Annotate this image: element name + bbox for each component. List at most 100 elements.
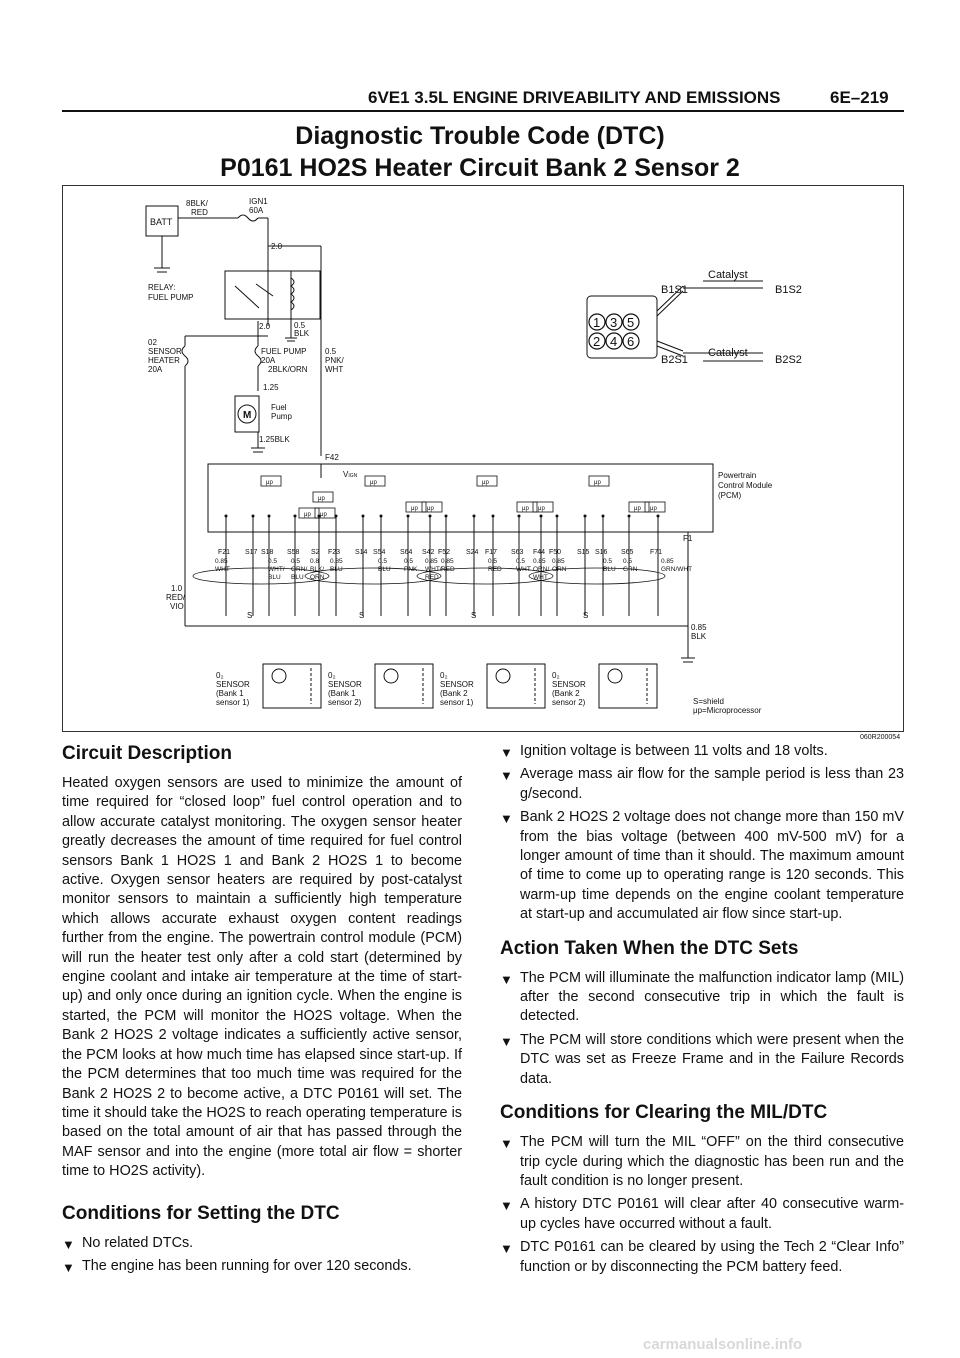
batt-wire-1: 8BLK/ xyxy=(186,199,209,208)
sensor-label: 0₂ xyxy=(440,671,448,680)
microprocessor-block xyxy=(516,501,538,513)
conditions-setting-list-b: ▼Ignition voltage is between 11 volts an… xyxy=(500,742,904,925)
bullet-marker: ▼ xyxy=(500,1241,513,1257)
fp-fuse-2: 20A xyxy=(261,356,276,365)
microprocessor-block xyxy=(628,501,650,513)
vign-label: VIGN xyxy=(343,470,358,479)
red-vio-3: VIO xyxy=(170,602,184,611)
pcm-title-3: (PCM) xyxy=(718,491,741,500)
wire-label: 0.5 xyxy=(378,558,387,565)
cylinder-circle xyxy=(588,313,606,331)
o2-fuse-4: 20A xyxy=(148,365,163,374)
microprocessor-block xyxy=(588,475,610,487)
list-item: ▼The PCM will illuminate the malfunction… xyxy=(500,969,904,1025)
sensor-label: sensor 2) xyxy=(552,698,586,707)
microprocessor-block xyxy=(312,491,334,503)
pcm-box xyxy=(207,463,714,533)
sensor-label: (Bank 1 xyxy=(328,689,356,698)
sensor-label: (Bank 2 xyxy=(440,689,468,698)
blk-1: 0.85 xyxy=(691,623,707,632)
wire-label: 0.5 xyxy=(268,558,277,565)
pin-label: F21 xyxy=(218,549,230,556)
bullet-marker: ▼ xyxy=(500,1136,513,1152)
pin-dot xyxy=(428,514,432,518)
left-column: Circuit Description Heated oxygen sensor… xyxy=(62,742,462,1288)
list-item: ▼DTC P0161 can be cleared by using the T… xyxy=(500,1239,904,1275)
pin-dot xyxy=(444,514,448,518)
shield-label: S xyxy=(359,611,364,620)
wire-label: 0.85 xyxy=(441,558,454,565)
section-title: 6VE1 3.5L ENGINE DRIVEABILITY AND EMISSI… xyxy=(368,88,781,107)
sensor-label: SENSOR xyxy=(440,680,474,689)
catalyst-2: Catalyst xyxy=(708,347,748,359)
red-vio-2: RED/ xyxy=(166,593,186,602)
pin-label: S54 xyxy=(373,549,386,556)
list-item: ▼The engine has been running for over 12… xyxy=(62,1257,462,1276)
wire-label: 0.85 xyxy=(215,558,228,565)
cylinder-number: 3 xyxy=(610,315,617,330)
pin-label: S58 xyxy=(287,549,300,556)
wire-label: ORN xyxy=(310,574,325,581)
wire-label: BLU xyxy=(268,574,281,581)
b2s2-label: B2S2 xyxy=(775,354,802,366)
microprocessor-label: μp xyxy=(594,480,601,486)
pin-label: F23 xyxy=(328,549,340,556)
pnk-1: 0.5 xyxy=(325,347,337,356)
wire-125-blk: 1.25BLK xyxy=(259,435,290,444)
shield-ellipse xyxy=(528,567,666,585)
bullet-marker: ▼ xyxy=(62,1259,75,1275)
fuel-pump-box xyxy=(234,395,260,433)
pin-label: S16 xyxy=(595,549,608,556)
wire-label: BLU xyxy=(378,566,391,573)
pin-dot xyxy=(656,514,660,518)
bullet-marker: ▼ xyxy=(500,745,513,760)
header-rule xyxy=(62,110,904,112)
cylinder-number: 1 xyxy=(593,315,600,330)
cylinder-circle xyxy=(622,313,640,331)
conditions-setting-list-a: ▼No related DTCs. ▼The engine has been r… xyxy=(62,1234,462,1277)
list-item: ▼A history DTC P0161 will clear after 40… xyxy=(500,1196,904,1232)
pin-dot xyxy=(406,514,410,518)
cylinder-number: 4 xyxy=(610,334,617,349)
sensor-label: 0₂ xyxy=(328,671,336,680)
relay-box xyxy=(224,270,321,320)
microprocessor-label: μp xyxy=(411,506,418,512)
bullet-marker: ▼ xyxy=(500,768,513,784)
cylinder-circle xyxy=(605,313,623,331)
microprocessor-label: μp xyxy=(427,506,434,512)
pcm-title-1: Powertrain xyxy=(718,471,756,480)
pin-label: F44 xyxy=(533,549,545,556)
wire-05-blk-1: 0.5 xyxy=(294,321,306,330)
wire-label: 0.5 xyxy=(603,558,612,565)
engine-block xyxy=(586,295,658,359)
pin-dot xyxy=(293,514,297,518)
sensor-label: (Bank 2 xyxy=(552,689,580,698)
action-taken-list: ▼The PCM will illuminate the malfunction… xyxy=(500,969,904,1089)
sensor-label: 0₂ xyxy=(216,671,224,680)
fuel-pump-1: Fuel xyxy=(271,403,287,412)
wire-label: BLU xyxy=(291,574,304,581)
cylinder-circle xyxy=(605,332,623,350)
pnk-2: PNK/ xyxy=(325,356,344,365)
o2-sensor-box xyxy=(262,663,322,709)
wire-label: WHT/ xyxy=(425,566,442,573)
sensor-label: (Bank 1 xyxy=(216,689,244,698)
ign-label-2: 60A xyxy=(249,206,264,215)
wire-05-blk-2: BLK xyxy=(294,329,310,338)
wire-label: BLU xyxy=(603,566,616,573)
pin-dot xyxy=(334,514,338,518)
sensor-label: 0₂ xyxy=(552,671,560,680)
o2-heater-fuse-symbol xyxy=(181,345,189,367)
wire-label: RED xyxy=(488,566,502,573)
wire-label: WHT/ xyxy=(268,566,285,573)
list-item: ▼Bank 2 HO2S 2 voltage does not change m… xyxy=(500,809,904,923)
wire-label: ORN/ xyxy=(533,566,549,573)
pnk-3: WHT xyxy=(325,365,343,374)
wire-label: 0.5 xyxy=(291,558,300,565)
o2-sensor-box xyxy=(486,663,546,709)
red-vio-1: 1.0 xyxy=(171,584,183,593)
o2-sensor-element xyxy=(495,668,511,684)
microprocessor-block xyxy=(476,475,498,487)
